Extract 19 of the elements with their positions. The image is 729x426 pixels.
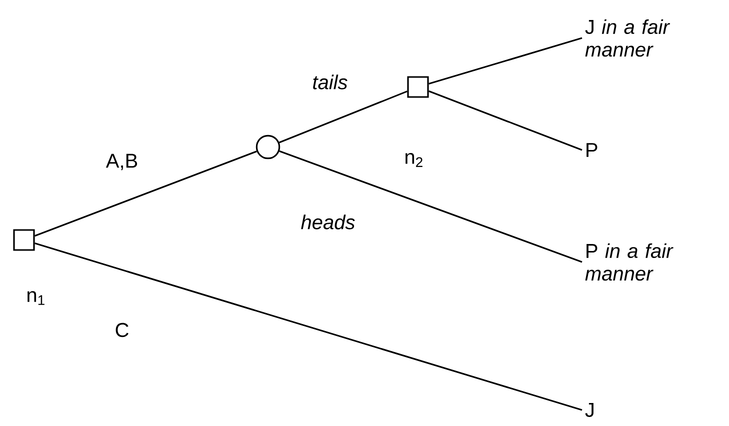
outcome-label: P in a fair manner — [585, 243, 674, 281]
edge-label: tails — [313, 74, 348, 90]
edge-label: A,B — [106, 154, 138, 170]
node-label: n$_{2}$ — [406, 153, 422, 167]
branch-line — [278, 90, 408, 144]
branch-line — [279, 150, 582, 263]
branch-line — [428, 37, 582, 85]
edge-label: C — [116, 322, 128, 338]
node-label: n$_{1}$ — [28, 291, 44, 305]
edge-label: heads — [301, 214, 355, 230]
chance-circle — [256, 134, 280, 160]
outcome-label: J in a fair manner — [585, 19, 670, 57]
decision-square — [13, 229, 35, 251]
decision-square — [407, 76, 429, 98]
outcome-label: J — [585, 403, 594, 417]
branch-line — [34, 242, 582, 411]
branch-line — [34, 150, 257, 237]
branch-line — [428, 90, 582, 151]
outcome-label: P — [586, 143, 598, 157]
